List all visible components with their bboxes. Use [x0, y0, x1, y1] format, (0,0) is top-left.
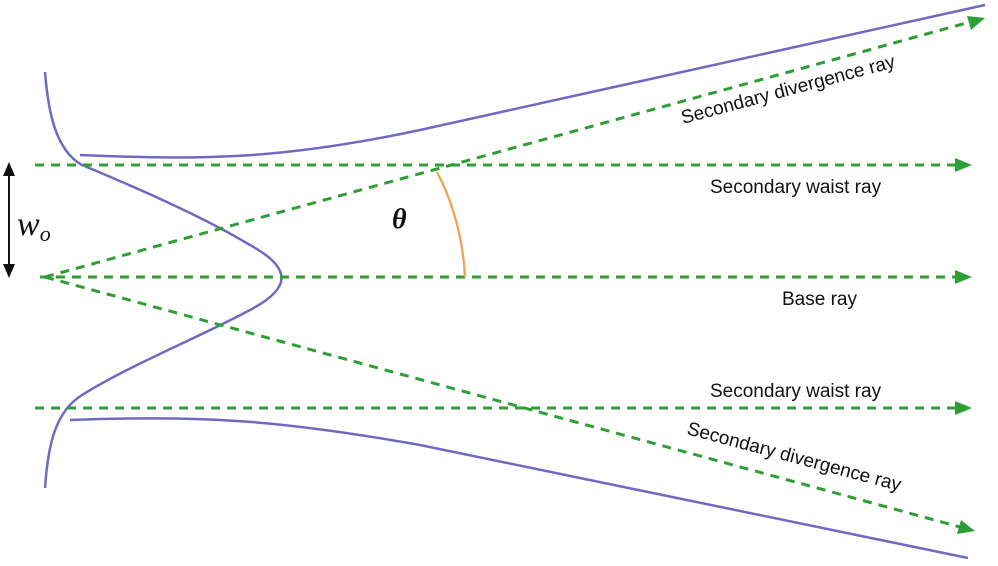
secondary-divergence-ray-top: [44, 20, 971, 279]
label-secondary-waist-ray-bottom: Secondary waist ray: [710, 381, 882, 402]
secondary-divergence-ray-bottom-arrowhead: [957, 520, 975, 534]
beam-envelope-lower: [69, 417, 969, 560]
waist-dimension-arrowhead-top: [3, 162, 15, 176]
label-secondary-waist-ray-top: Secondary waist ray: [710, 177, 882, 198]
waist-symbol: wo: [17, 206, 51, 246]
base-ray-arrowhead: [955, 270, 972, 284]
secondary-waist-ray-bottom-arrowhead: [955, 401, 972, 415]
theta-angle-arc: [436, 171, 467, 278]
label-secondary-divergence-ray-bottom: Secondary divergence ray: [685, 419, 904, 497]
label-secondary-divergence-ray-top: Secondary divergence ray: [679, 51, 898, 129]
waist-symbol-subscript: o: [40, 221, 51, 246]
secondary-waist-ray-top-arrowhead: [955, 158, 972, 172]
waist-symbol-main: w: [17, 206, 40, 243]
secondary-divergence-ray-bottom: [44, 275, 961, 529]
theta-symbol: θ: [392, 204, 407, 235]
gaussian-profile-curve: [43, 71, 283, 489]
secondary-divergence-ray-top-arrowhead: [967, 16, 985, 30]
waist-dimension-arrowhead-bottom: [3, 264, 15, 278]
label-base-ray: Base ray: [782, 289, 857, 310]
beam-envelope-upper: [79, 3, 986, 159]
